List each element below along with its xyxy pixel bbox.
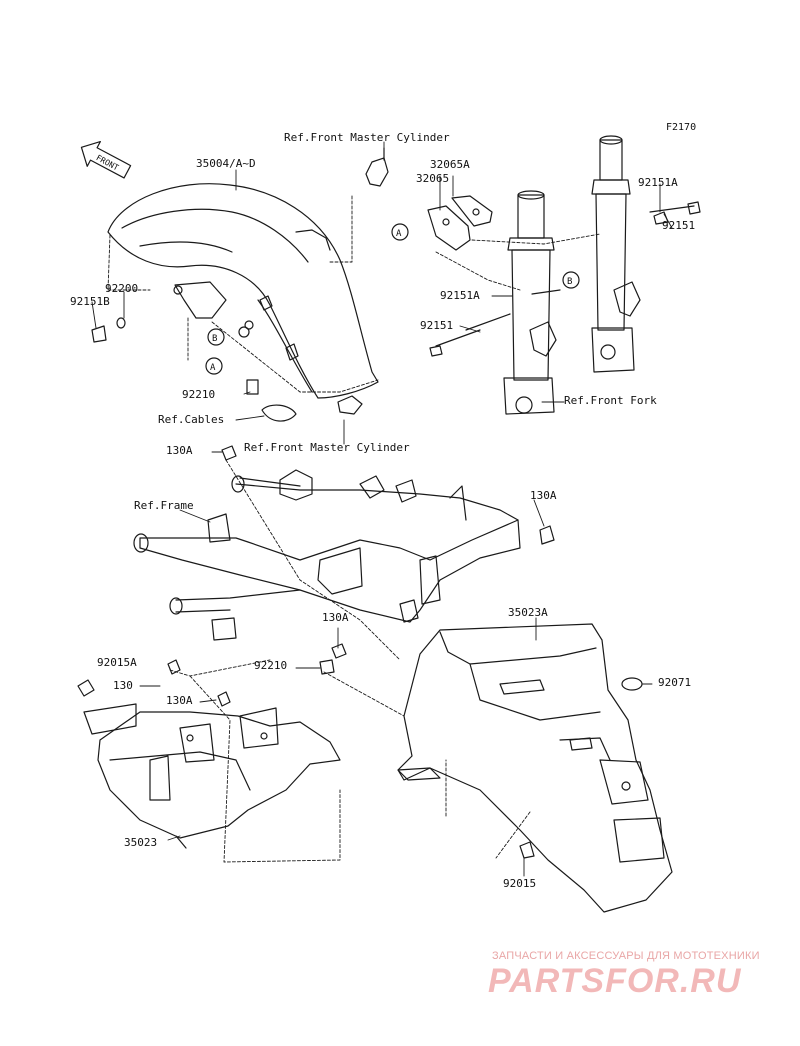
- watermark-logo: PARTSFOR.RU: [488, 962, 742, 1000]
- label-92210-top: 92210: [182, 388, 216, 401]
- fender-bolt: [91, 317, 250, 343]
- label-35004: 35004/A~D: [196, 157, 256, 170]
- callout-a-top: [391, 223, 409, 241]
- watermark-tagline: ЗАПЧАСТИ И АКСЕССУАРЫ ДЛЯ МОТОТЕХНИКИ: [492, 950, 760, 962]
- label-92151a-top: 92151A: [638, 176, 678, 189]
- svg-text:A: A: [210, 363, 216, 373]
- callout-b-fender: [207, 328, 225, 346]
- svg-text:B: B: [212, 334, 217, 344]
- figure-code: F2170: [666, 122, 697, 133]
- label-92151-mid: 92151: [420, 319, 454, 332]
- bracket-32065: [427, 195, 493, 251]
- fork-bolts: [429, 201, 701, 357]
- label-ref-cables: Ref.Cables: [158, 413, 225, 426]
- front-fender: [107, 183, 379, 399]
- rear-frame: [133, 469, 521, 641]
- label-ref-front-master-cylinder-top: Ref.Front Master Cylinder: [284, 131, 450, 144]
- label-130a-right: 130A: [530, 489, 557, 502]
- front-fork: [503, 135, 641, 415]
- label-ref-front-master-cylinder-bottom: Ref.Front Master Cylinder: [244, 441, 410, 454]
- label-130a-mid: 130A: [322, 611, 349, 624]
- label-32065: 32065: [416, 172, 450, 185]
- label-92200: 92200: [105, 282, 139, 295]
- label-92151a-mid: 92151A: [440, 289, 480, 302]
- label-32065a: 32065A: [430, 158, 470, 171]
- label-92151b: 92151B: [70, 295, 110, 308]
- label-92151-right: 92151: [662, 219, 696, 232]
- svg-text:B: B: [567, 277, 572, 287]
- rear-fender: [397, 623, 673, 913]
- label-130a-top: 130A: [166, 444, 193, 457]
- label-92015: 92015: [503, 877, 537, 890]
- master-cylinder-clip-top: [329, 147, 389, 263]
- label-130a-low: 130A: [166, 694, 193, 707]
- label-ref-frame: Ref.Frame: [134, 499, 194, 512]
- label-92210-mid: 92210: [254, 659, 288, 672]
- under-tray: [83, 703, 341, 849]
- callout-a-fender: [205, 357, 223, 375]
- label-35023a: 35023A: [508, 606, 548, 619]
- front-arrow-icon: FRONT: [80, 140, 132, 179]
- leader-lines: [91, 141, 673, 877]
- callout-markers: A B B A: [205, 223, 580, 375]
- cable-clamps: [246, 379, 363, 422]
- label-ref-front-fork: Ref.Front Fork: [564, 394, 657, 407]
- label-92071: 92071: [658, 676, 692, 689]
- label-92015a: 92015A: [97, 656, 137, 669]
- label-35023: 35023: [124, 836, 158, 849]
- callout-b-fork: [562, 271, 580, 289]
- svg-text:A: A: [396, 229, 402, 239]
- label-130: 130: [113, 679, 133, 692]
